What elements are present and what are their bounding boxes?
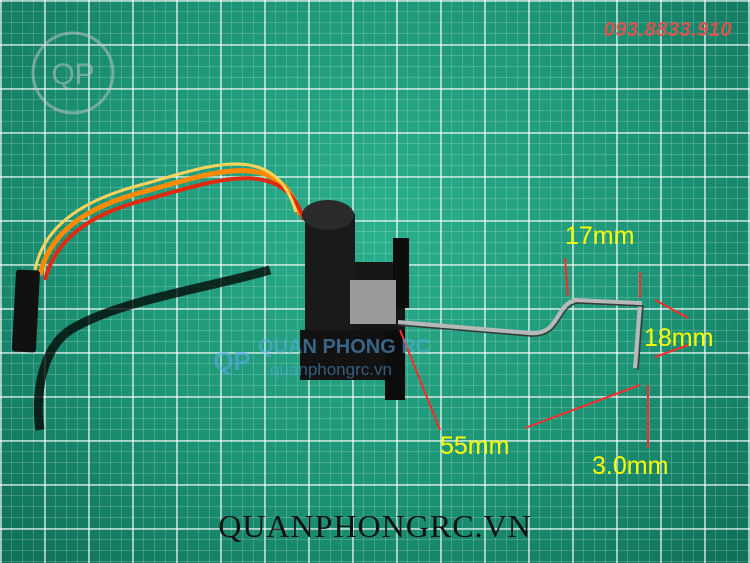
servo-connector bbox=[11, 269, 40, 353]
servo-metal-plate bbox=[350, 280, 396, 324]
dimension-17mm: 17mm bbox=[565, 222, 635, 250]
wire-yellow bbox=[33, 162, 298, 271]
servo-body bbox=[305, 210, 355, 340]
wire-shadow bbox=[33, 265, 272, 431]
brand-logo-watermark: QP bbox=[31, 31, 115, 115]
steel-rod bbox=[397, 297, 643, 369]
servo-base bbox=[300, 330, 400, 380]
footer-site: QUANPHONGRC.VN bbox=[218, 508, 532, 544]
watermark-brand: QUAN PHONG RC bbox=[258, 336, 431, 358]
servo-top bbox=[302, 200, 354, 230]
servo-leg bbox=[385, 330, 405, 400]
dimension-18mm: 18mm bbox=[644, 324, 714, 352]
steel-rod-shade bbox=[397, 302, 644, 371]
wire-red bbox=[43, 176, 306, 281]
watermark-logo: QP bbox=[213, 346, 251, 376]
dimension-3mm: 3.0mm bbox=[592, 452, 669, 480]
watermark-site: quanphongrc.vn bbox=[270, 360, 392, 379]
servo-flange bbox=[393, 238, 409, 308]
dimension-55mm: 55mm bbox=[440, 432, 510, 460]
svg-text:QP: QP bbox=[51, 58, 94, 91]
wire-orange bbox=[37, 168, 303, 276]
svg-text:QP: QP bbox=[213, 346, 251, 376]
dimension-arrows bbox=[399, 257, 689, 448]
phone-number: 093.8833.910 bbox=[603, 19, 732, 41]
